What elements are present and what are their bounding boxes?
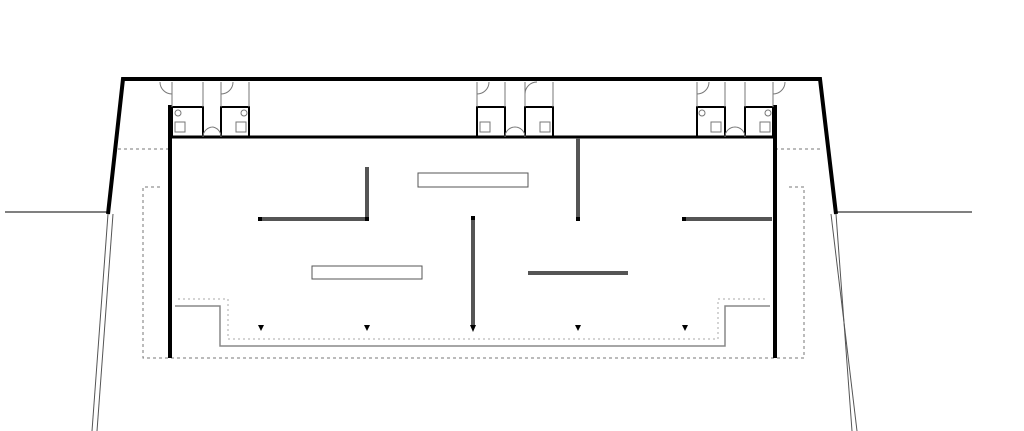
toilet-fixtures xyxy=(159,81,786,138)
stage-outline xyxy=(175,305,770,347)
stage-dotted-outline xyxy=(178,298,768,340)
partition-l-left xyxy=(259,167,369,221)
toilet-block-right xyxy=(696,106,774,138)
hall-walls xyxy=(168,105,777,358)
toilet-block-left xyxy=(171,106,250,138)
outer-envelope xyxy=(106,77,838,215)
entrance-arrow-icons xyxy=(258,325,688,332)
toilet-block-center xyxy=(476,106,554,138)
sloped-foundation xyxy=(91,213,858,431)
partition-walls xyxy=(259,138,772,326)
display-bench-bottom xyxy=(311,265,423,280)
partition-ends xyxy=(258,216,686,221)
dashed-outline xyxy=(118,148,822,359)
display-bench-top xyxy=(417,172,529,188)
